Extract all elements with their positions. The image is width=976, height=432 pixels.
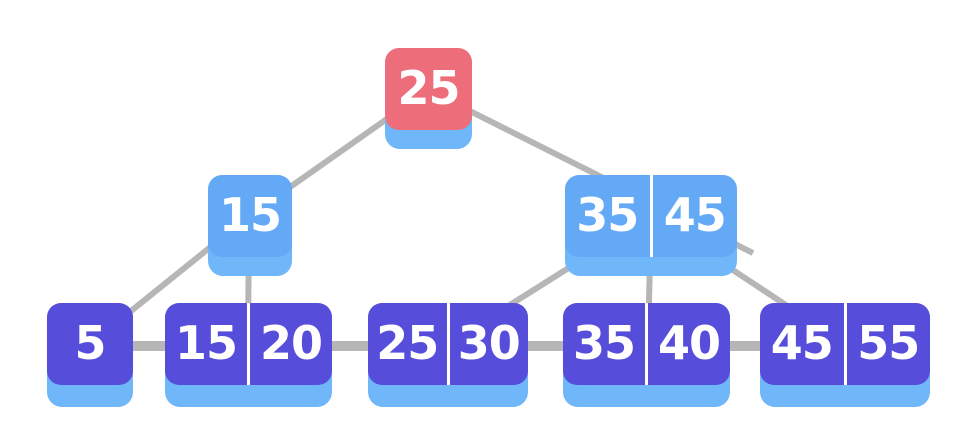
tree-node-internal-15: 15 [208,175,292,276]
tree-node-leaf-15-20: 15 20 [165,303,332,407]
node-face: 25 [385,48,472,130]
key-cell: 15 [174,316,238,370]
node-face: 15 20 [165,303,332,385]
tree-node-leaf-25-30: 25 30 [368,303,528,407]
key-cell: 25 [376,316,439,370]
key-cell: 30 [446,303,529,385]
node-face: 15 [208,175,292,257]
key-cell: 25 [397,61,460,115]
node-face: 25 30 [368,303,528,385]
key-cell: 45 [770,316,834,370]
tree-node-root: 25 [385,48,472,149]
tree-node-leaf-45-55: 45 55 [760,303,930,407]
tree-node-leaf-35-40: 35 40 [563,303,730,407]
key-cell: 20 [247,303,332,385]
node-face: 35 40 [563,303,730,385]
node-face: 45 55 [760,303,930,385]
tree-node-internal-35-45: 35 45 [565,175,737,276]
key-cell: 35 [572,316,636,370]
key-cell: 55 [843,303,931,385]
key-cell: 45 [649,175,738,257]
node-face: 5 [47,303,133,385]
tree-node-leaf-5: 5 [47,303,133,407]
key-cell: 40 [645,303,730,385]
node-face: 35 45 [565,175,737,257]
key-cell: 5 [74,316,106,370]
key-cell: 35 [576,188,639,242]
key-cell: 15 [218,188,282,242]
